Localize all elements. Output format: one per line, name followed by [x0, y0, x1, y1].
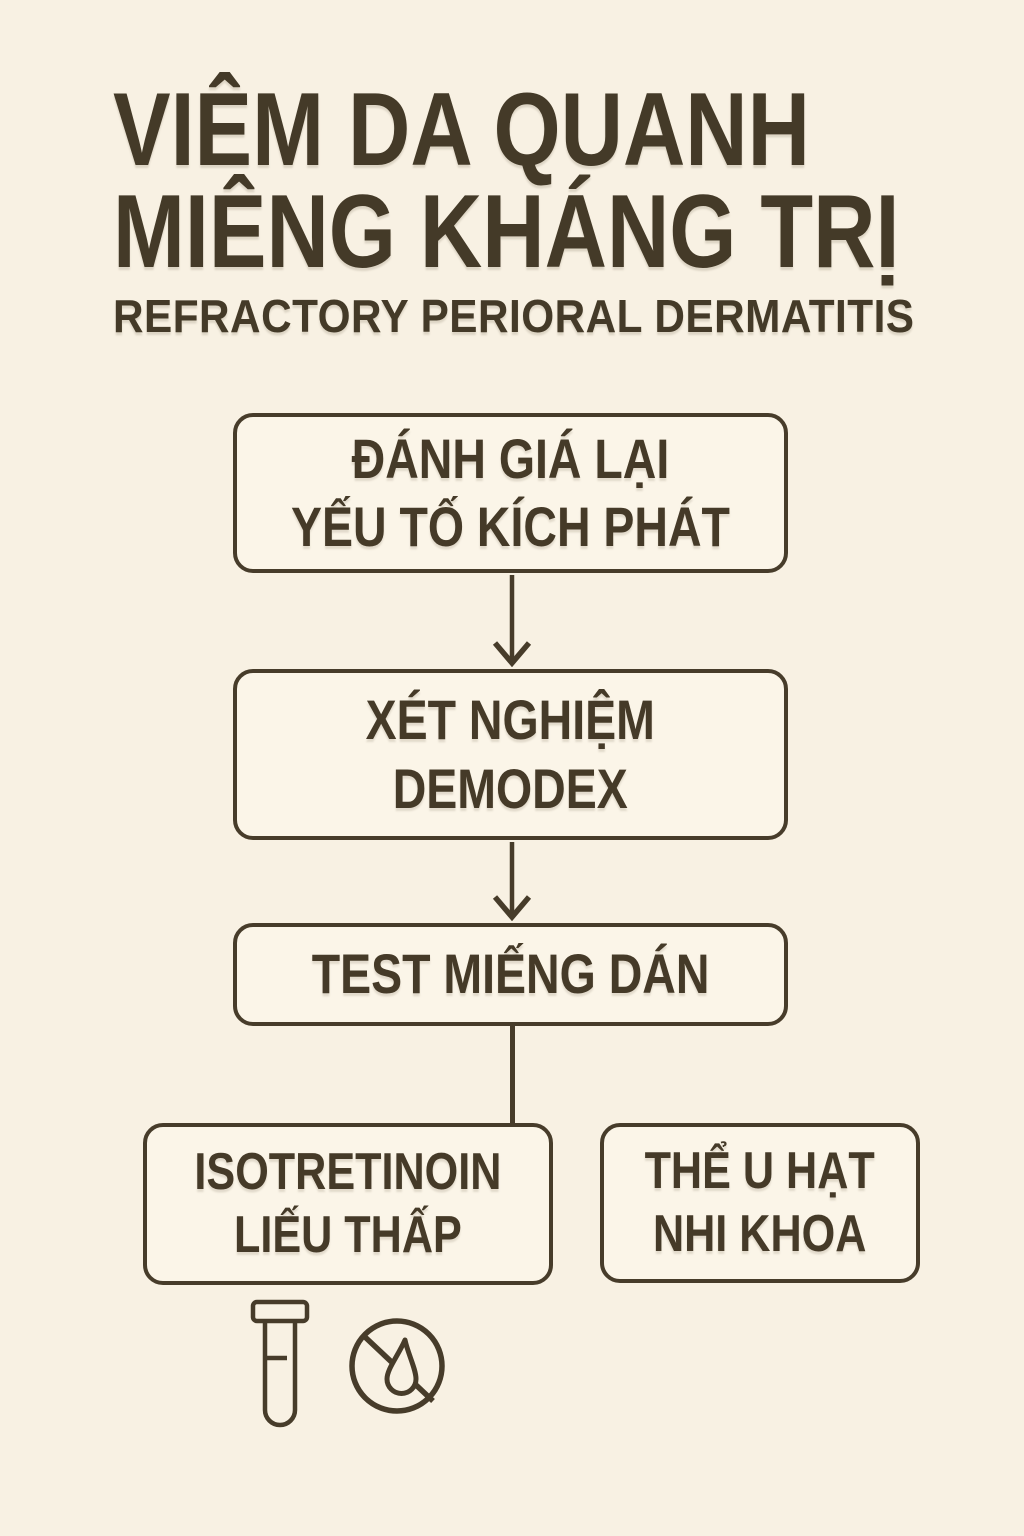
node3-line1: TEST MIẾNG DÁN	[311, 942, 710, 1006]
arrow-down-connector-1	[492, 575, 532, 667]
node2-line2: DEMODEX	[392, 756, 629, 820]
page-title-line1: VIÊM DA QUANH	[113, 72, 810, 188]
node1-line1: ĐÁNH GIÁ LẠI	[351, 426, 670, 490]
test-tube-icon	[250, 1299, 310, 1428]
node5-line1: THỂ U HẠT	[644, 1141, 876, 1200]
flow-node-pediatric-granulomatous: THỂ U HẠT NHI KHOA	[600, 1123, 920, 1283]
node2-line1: XÉT NGHIỆM	[365, 688, 656, 752]
flow-node-reassess-triggers: ĐÁNH GIÁ LẠI YẾU TỐ KÍCH PHÁT	[233, 413, 788, 573]
page-subtitle: REFRACTORY PERIORAL DERMATITIS	[113, 290, 915, 342]
flow-node-demodex-test: XÉT NGHIỆM DEMODEX	[233, 669, 788, 840]
page-title-line2: MIÊNG KHÁNG TRỊ	[113, 174, 900, 290]
no-drop-icon	[349, 1318, 445, 1414]
node1-line2: YẾU TỐ KÍCH PHÁT	[290, 495, 730, 558]
line-connector-3	[510, 1024, 515, 1125]
node4-line1: ISOTRETINOIN	[194, 1142, 502, 1201]
arrow-down-connector-2	[492, 842, 532, 921]
node4-line2: LIẾU THẤP	[234, 1206, 462, 1264]
flow-node-patch-test: TEST MIẾNG DÁN	[233, 923, 788, 1026]
node5-line2: NHI KHOA	[653, 1205, 867, 1263]
flow-node-low-dose-isotretinoin: ISOTRETINOIN LIẾU THẤP	[143, 1123, 553, 1285]
